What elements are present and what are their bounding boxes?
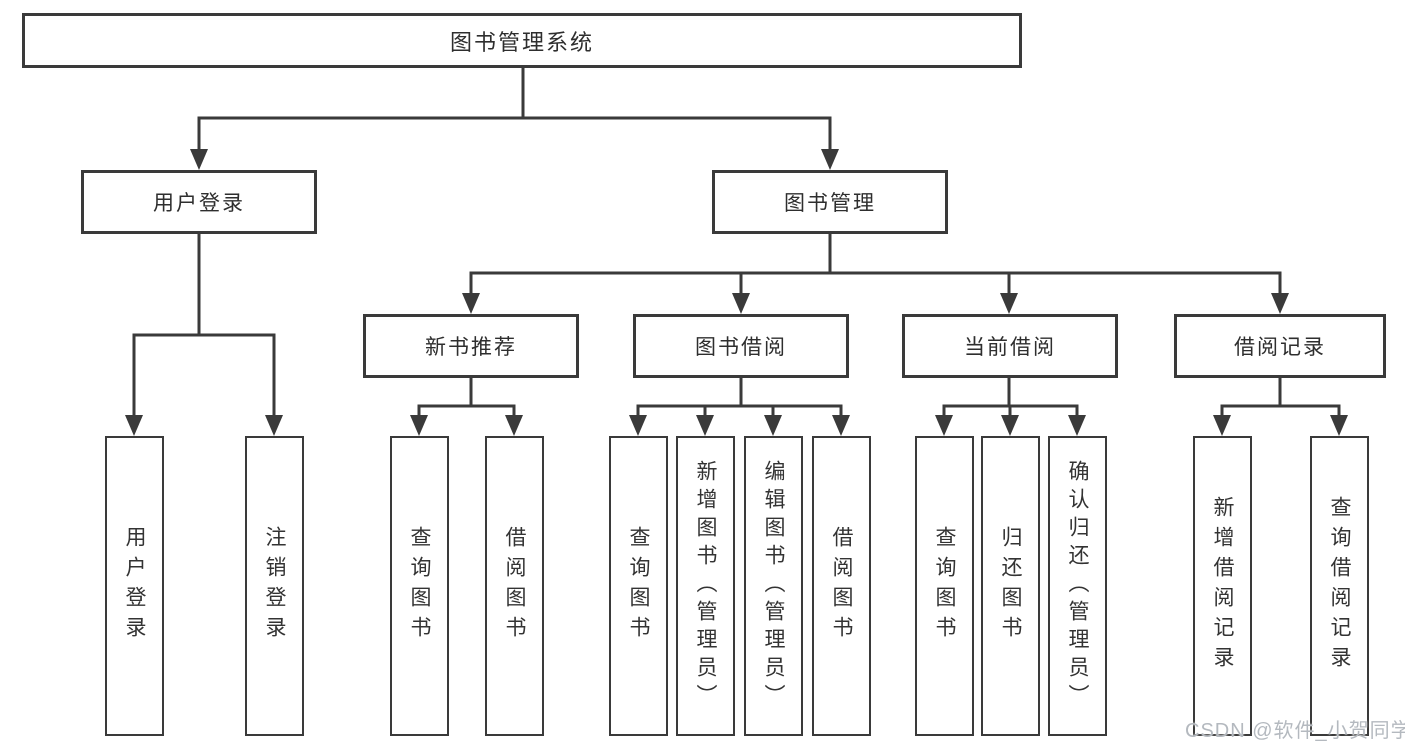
leaf-query-books-2: 查询图书 (609, 436, 668, 736)
node-book-borrow-label: 图书借阅 (695, 336, 787, 359)
leaf-return-book: 归还图书 (981, 436, 1040, 736)
leaf-add-borrow-record-label: 新增借阅记录 (1211, 496, 1235, 676)
leaf-borrow-books-2-label: 借阅图书 (830, 526, 854, 646)
node-book-borrow: 图书借阅 (633, 314, 849, 378)
node-new-book-rec-label: 新书推荐 (425, 336, 517, 359)
leaf-return-book-label: 归还图书 (999, 526, 1023, 646)
leaf-query-books-2-label: 查询图书 (627, 526, 651, 646)
leaf-user-login-label: 用户登录 (123, 526, 147, 646)
leaf-confirm-return-admin-label: 确认归还（管理员） (1066, 460, 1090, 712)
leaf-logout: 注销登录 (245, 436, 304, 736)
leaf-add-borrow-record: 新增借阅记录 (1193, 436, 1252, 736)
connector-current-borrow (942, 376, 1079, 428)
connector-new-book (417, 376, 516, 428)
leaf-edit-book-admin: 编辑图书（管理员） (744, 436, 803, 736)
leaf-add-book-admin: 新增图书（管理员） (676, 436, 735, 736)
node-root-label: 图书管理系统 (449, 29, 594, 55)
leaf-query-borrow-record-label: 查询借阅记录 (1328, 496, 1352, 676)
leaf-user-login: 用户登录 (105, 436, 164, 736)
leaf-query-books-3-label: 查询图书 (933, 526, 957, 646)
node-book-mgmt: 图书管理 (712, 170, 948, 234)
leaf-edit-book-admin-label: 编辑图书（管理员） (762, 460, 786, 712)
node-borrow-record: 借阅记录 (1174, 314, 1386, 378)
connector-borrow-record (1220, 376, 1341, 428)
connector-root (197, 66, 832, 162)
leaf-add-book-admin-label: 新增图书（管理员） (694, 460, 718, 712)
node-root: 图书管理系统 (22, 13, 1022, 68)
leaf-borrow-books-2: 借阅图书 (812, 436, 871, 736)
node-new-book-rec: 新书推荐 (363, 314, 579, 378)
leaf-borrow-books-1-label: 借阅图书 (503, 526, 527, 646)
connector-book-mgmt (469, 232, 1282, 306)
leaf-logout-label: 注销登录 (263, 526, 287, 646)
node-current-borrow: 当前借阅 (902, 314, 1118, 378)
csdn-watermark: CSDN @软件_小贺同学 (1185, 720, 1405, 742)
node-current-borrow-label: 当前借阅 (964, 336, 1056, 359)
node-user-login-label: 用户登录 (153, 192, 245, 215)
node-borrow-record-label: 借阅记录 (1234, 336, 1326, 359)
node-user-login: 用户登录 (81, 170, 317, 234)
leaf-query-books-1: 查询图书 (390, 436, 449, 736)
leaf-confirm-return-admin: 确认归还（管理员） (1048, 436, 1107, 736)
leaf-query-books-3: 查询图书 (915, 436, 974, 736)
connector-user-login (132, 232, 276, 428)
leaf-borrow-books-1: 借阅图书 (485, 436, 544, 736)
node-book-mgmt-label: 图书管理 (784, 192, 876, 215)
leaf-query-books-1-label: 查询图书 (408, 526, 432, 646)
connector-book-borrow (636, 376, 843, 428)
leaf-query-borrow-record: 查询借阅记录 (1310, 436, 1369, 736)
